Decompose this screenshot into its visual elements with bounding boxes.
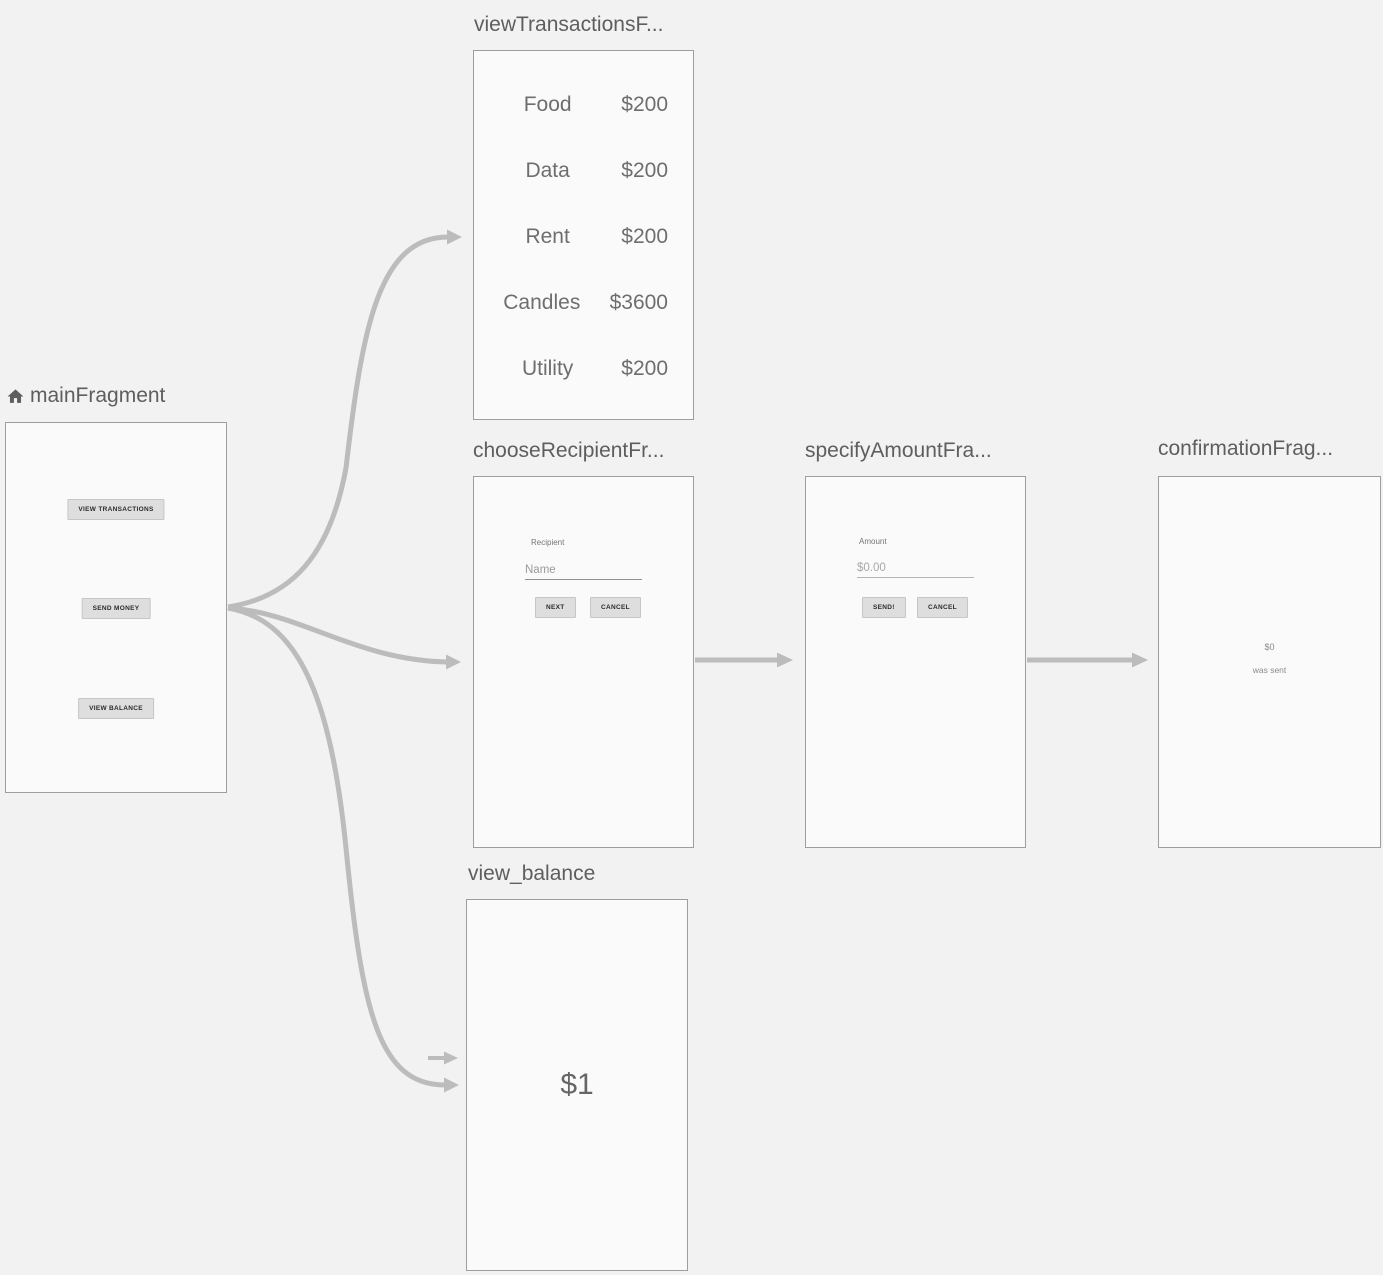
- fragment-title-text: chooseRecipientFr...: [473, 439, 665, 462]
- fragment-main[interactable]: VIEW TRANSACTIONS SEND MONEY VIEW BALANC…: [5, 422, 227, 793]
- transaction-amount: $3600: [609, 290, 668, 314]
- fragment-title-text: specifyAmountFra...: [805, 439, 992, 462]
- amount-input[interactable]: $0.00: [857, 562, 974, 578]
- next-button[interactable]: NEXT: [535, 597, 576, 618]
- cancel-button[interactable]: CANCEL: [917, 597, 968, 618]
- transaction-row: Data $200: [474, 158, 693, 183]
- transaction-row: Food $200: [474, 92, 693, 117]
- fragment-specify-amount[interactable]: Amount $0.00 SEND! CANCEL: [805, 476, 1026, 848]
- fragment-title-view-transactions[interactable]: viewTransactionsF...: [474, 13, 663, 37]
- transaction-label: Food: [523, 92, 572, 116]
- transaction-amount: $200: [621, 224, 668, 248]
- fragment-view-transactions[interactable]: Food $200 Data $200 Rent $200 Candles $3…: [473, 50, 694, 420]
- preview-send-money-button[interactable]: SEND MONEY: [81, 598, 151, 619]
- transaction-row: Rent $200: [474, 224, 693, 249]
- fragment-view-balance[interactable]: $1: [466, 899, 688, 1271]
- preview-view-balance-button[interactable]: VIEW BALANCE: [78, 698, 154, 719]
- transaction-amount: $200: [621, 158, 668, 182]
- fragment-title-confirmation[interactable]: confirmationFrag...: [1158, 437, 1333, 461]
- transaction-row: Utility $200: [474, 356, 693, 381]
- confirmation-amount: $0: [1264, 642, 1275, 652]
- amount-field-label: Amount: [859, 537, 887, 546]
- transaction-row: Candles $3600: [474, 290, 693, 315]
- recipient-name-input[interactable]: Name: [525, 564, 642, 580]
- fragment-confirmation[interactable]: $0 was sent: [1158, 476, 1381, 848]
- fragment-title-text: view_balance: [468, 862, 596, 885]
- transaction-label: Utility: [521, 356, 574, 380]
- fragment-title-text: viewTransactionsF...: [474, 13, 664, 36]
- fragment-choose-recipient[interactable]: Recipient Name NEXT CANCEL: [473, 476, 694, 848]
- arrow-main-to-view-balance[interactable]: [227, 605, 459, 1093]
- home-icon: [6, 387, 25, 406]
- fragment-title-view-balance[interactable]: view_balance: [468, 862, 595, 886]
- fragment-title-text: mainFragment: [30, 384, 166, 407]
- arrow-choose-recipient-to-specify-amount[interactable]: [695, 652, 793, 668]
- arrow-main-to-choose-recipient[interactable]: [227, 605, 461, 670]
- fragment-title-choose-recipient[interactable]: chooseRecipientFr...: [473, 439, 664, 463]
- preview-view-transactions-button[interactable]: VIEW TRANSACTIONS: [67, 499, 165, 520]
- balance-amount: $1: [560, 1068, 594, 1101]
- transaction-label: Data: [525, 158, 570, 182]
- transaction-label: Candles: [503, 290, 581, 314]
- transactions-list: Food $200 Data $200 Rent $200 Candles $3…: [474, 51, 693, 419]
- transaction-label: Rent: [525, 224, 570, 248]
- cancel-button[interactable]: CANCEL: [590, 597, 641, 618]
- arrow-main-to-view-transactions[interactable]: [227, 229, 462, 610]
- fragment-title-specify-amount[interactable]: specifyAmountFra...: [805, 439, 992, 463]
- fragment-title-text: confirmationFrag...: [1158, 437, 1334, 460]
- transaction-amount: $200: [621, 92, 668, 116]
- transaction-amount: $200: [621, 356, 668, 380]
- recipient-field-label: Recipient: [531, 538, 565, 547]
- fragment-title-main[interactable]: mainFragment: [6, 384, 165, 408]
- arrow-specify-amount-to-confirmation[interactable]: [1027, 652, 1148, 668]
- send-button[interactable]: SEND!: [862, 597, 906, 618]
- arrow-stub-to-view-balance[interactable]: [428, 1051, 458, 1065]
- confirmation-caption: was sent: [1252, 665, 1287, 675]
